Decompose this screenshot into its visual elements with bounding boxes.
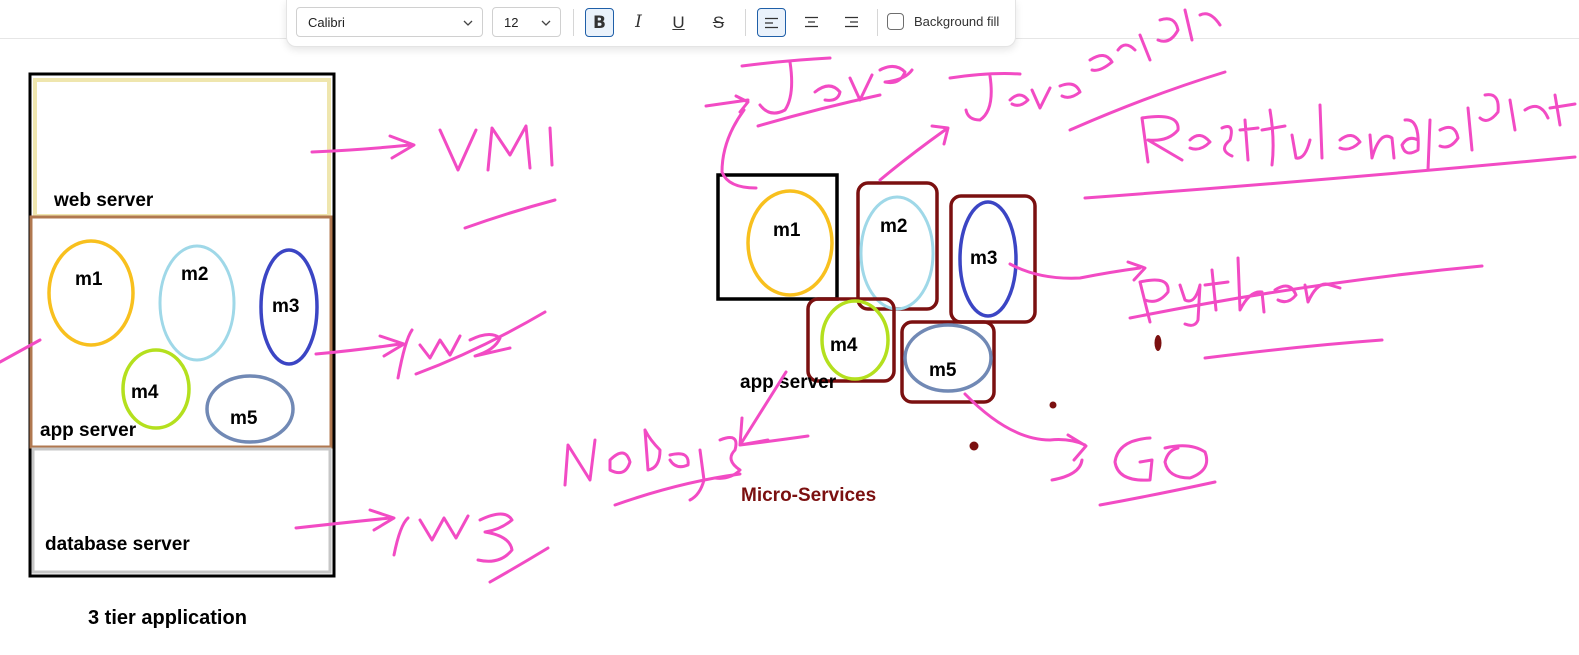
text-format-toolbar: Calibri 12 B I U S Background fill — [286, 0, 1016, 47]
three-tier-outer-box — [28, 72, 336, 578]
module-m2-ellipse — [158, 244, 236, 362]
module-m3-ellipse — [259, 248, 319, 366]
microservice-m4-label: m4 — [830, 335, 858, 356]
ink-stroke — [1083, 155, 1577, 200]
arrow-vm3 — [294, 508, 396, 532]
toolbar-divider — [573, 9, 574, 36]
app-server-label: app server — [40, 420, 137, 441]
font-family-dropdown[interactable]: Calibri — [296, 7, 483, 37]
font-size-value: 12 — [504, 15, 519, 30]
strikethrough-button[interactable]: S — [712, 13, 725, 32]
align-center-icon — [805, 16, 818, 28]
align-left-button[interactable] — [757, 8, 786, 37]
arrow-java — [704, 94, 758, 190]
align-left-icon — [765, 17, 778, 29]
microservice-m3-ellipse — [958, 200, 1018, 318]
ink-stroke — [1098, 480, 1217, 507]
ink-dot — [1049, 401, 1057, 409]
module-m1-label: m1 — [75, 269, 103, 290]
microservice-m4-ellipse — [820, 299, 890, 381]
database-server-tier — [31, 447, 332, 574]
ink-stroke — [1203, 338, 1384, 360]
microservice-m2-label: m2 — [880, 216, 907, 237]
microservice-m5-label: m5 — [929, 360, 957, 381]
microservice-m5-ellipse — [903, 323, 993, 393]
module-m4-ellipse — [121, 348, 191, 430]
chevron-down-icon — [463, 20, 473, 26]
arrow-python — [1008, 260, 1147, 282]
microservice-m5-box — [900, 320, 996, 404]
handwriting-vm3 — [392, 512, 514, 563]
background-fill-label: Background fill — [914, 14, 1000, 29]
handwriting-vm2 — [396, 310, 547, 380]
arrow-nodejs — [738, 370, 810, 447]
ink-stroke — [0, 338, 42, 364]
handwritten-annotations — [0, 8, 1577, 584]
ink-stroke — [1128, 264, 1484, 320]
microservice-m4-box — [806, 297, 896, 383]
module-m5-ellipse — [205, 374, 295, 444]
app-server-tier — [29, 215, 333, 449]
italic-button[interactable]: I — [635, 12, 642, 32]
microservice-m2-ellipse — [859, 195, 935, 311]
microservice-m1-box — [716, 173, 839, 301]
toolbar-divider — [745, 9, 746, 36]
handwriting-go — [1113, 436, 1209, 482]
toolbar-divider — [877, 9, 878, 36]
handwriting-python — [1138, 256, 1342, 327]
ink-stroke — [756, 93, 882, 128]
handwriting-javascript — [948, 8, 1222, 122]
ink-stroke — [1068, 70, 1227, 132]
micro-app-server-label: app server — [740, 372, 837, 393]
arrow-go — [963, 392, 1088, 482]
module-m4-label: m4 — [131, 382, 159, 403]
font-family-value: Calibri — [308, 15, 345, 30]
align-center-button[interactable] — [797, 8, 826, 37]
module-m3-label: m3 — [272, 296, 299, 317]
microservice-m1-label: m1 — [773, 220, 801, 241]
microservice-m3-label: m3 — [970, 248, 997, 269]
ink-dot — [969, 441, 979, 451]
background-fill-checkbox[interactable] — [887, 13, 904, 30]
ink-stroke — [463, 198, 557, 230]
database-server-label: database server — [45, 534, 190, 555]
microservice-m3-box — [949, 194, 1037, 324]
ink-stroke — [613, 472, 742, 507]
module-m2-label: m2 — [181, 264, 208, 285]
module-m1-ellipse — [47, 239, 135, 347]
handwriting-nodejs — [563, 428, 742, 502]
module-m5-label: m5 — [230, 408, 258, 429]
handwriting-java — [740, 56, 914, 115]
arrow-vm1 — [310, 134, 416, 160]
underline-button[interactable]: U — [672, 13, 685, 32]
arrow-vm2 — [314, 334, 406, 358]
ink-stroke — [488, 546, 550, 584]
font-size-dropdown[interactable]: 12 — [492, 7, 561, 37]
microservice-m1-ellipse — [746, 189, 834, 297]
align-right-button[interactable] — [837, 8, 866, 37]
micro-services-caption: Micro-Services — [741, 485, 876, 506]
web-server-label: web server — [53, 190, 154, 211]
arrow-javascript — [878, 124, 950, 182]
bold-button[interactable]: B — [585, 8, 614, 37]
handwriting-vm1 — [438, 124, 554, 172]
handwriting-restful-endpoints — [1140, 93, 1577, 172]
align-right-icon — [845, 16, 858, 28]
chevron-down-icon — [541, 20, 551, 26]
three-tier-caption: 3 tier application — [88, 607, 247, 629]
ink-dot — [1154, 335, 1162, 351]
